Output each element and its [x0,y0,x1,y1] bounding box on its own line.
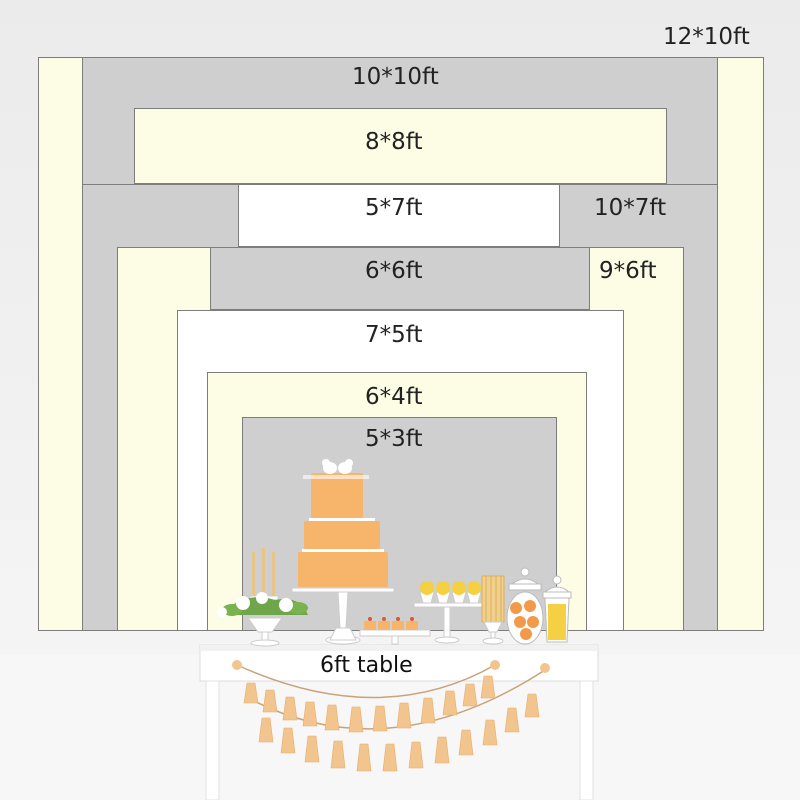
straws-cup [482,576,504,644]
candy-jar-yellow [543,576,571,642]
candy-jar-orange [507,568,543,644]
petit-fours-stand [360,617,430,644]
table-label: 6ft table [320,655,413,677]
cake [292,459,394,644]
candles [250,548,278,600]
tassels [244,676,539,771]
flower-arrangement [217,592,308,646]
